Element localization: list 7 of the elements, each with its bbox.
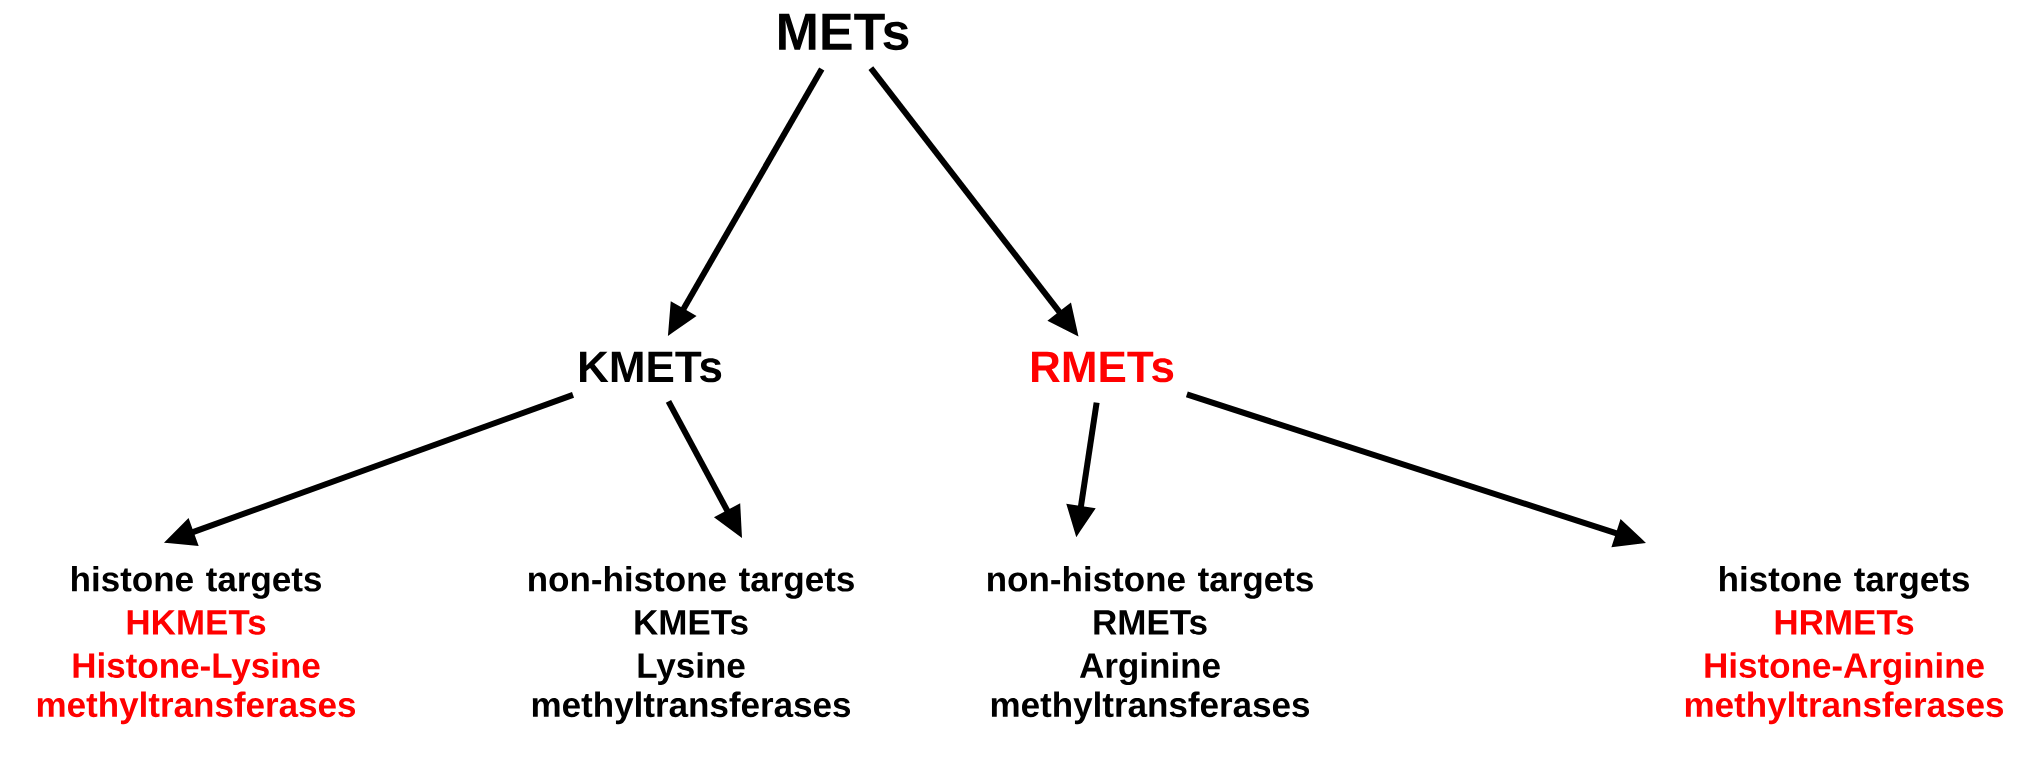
group-label: KMETs: [580, 351, 722, 383]
category-label: histone targets HKMETs Histone-Lysine methyltransferases: [37, 565, 356, 725]
group-label: METs: [779, 13, 909, 51]
category-label: non-histone targets RMETs Arginine methyltransferases: [988, 565, 1313, 725]
category-label: non-histone targets KMETs Lysine methyltransferases: [529, 565, 854, 725]
group-label: RMETs: [1032, 351, 1174, 383]
category-label: histone targets HRMETs Histone-Arginine methyltransferases: [1685, 565, 2004, 725]
